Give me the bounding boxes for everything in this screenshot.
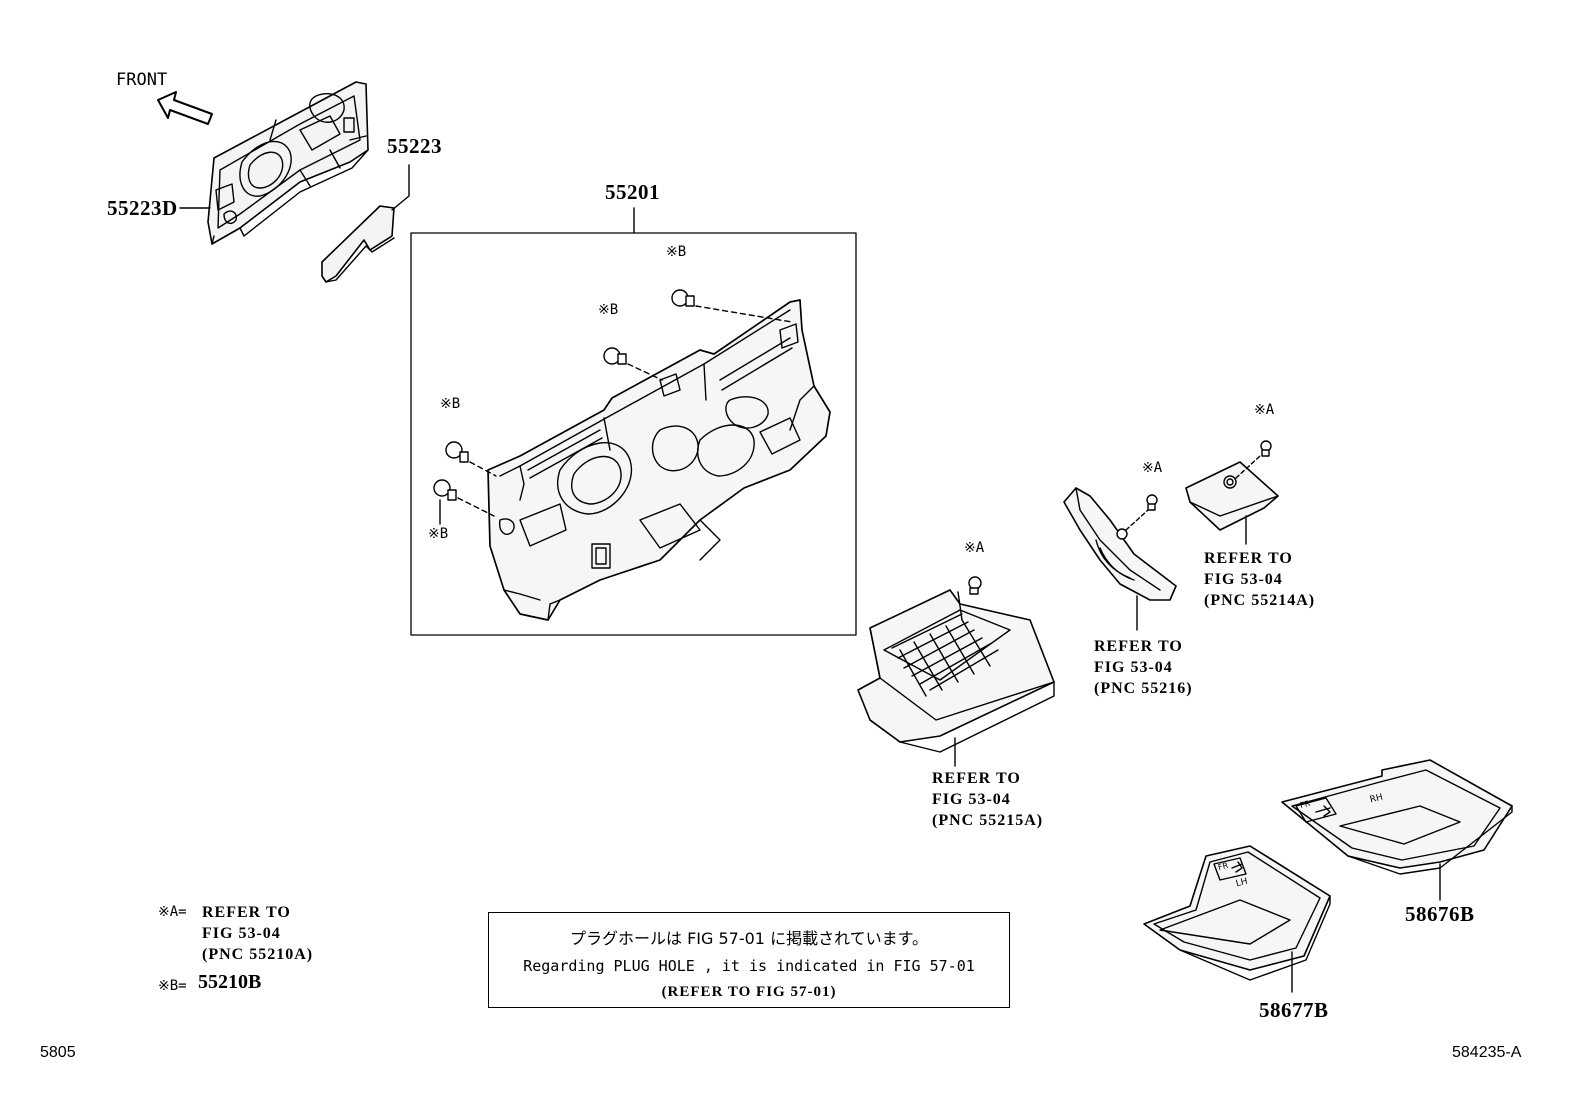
refer-55214a[interactable]: REFER TO FIG 53-04 (PNC 55214A): [1204, 548, 1315, 611]
note-japanese: プラグホールは FIG 57-01 に掲載されています。: [570, 929, 928, 948]
front-label: FRONT: [116, 70, 168, 90]
legend-a-line1: REFER TO: [202, 904, 291, 921]
refer-55214a-line3: (PNC 55214A): [1204, 592, 1316, 609]
plug-hole-note: プラグホールは FIG 57-01 に掲載されています。 Regarding P…: [488, 912, 1010, 1008]
clip-b-3-icon: [445, 441, 497, 477]
legend-b-value[interactable]: 55210B: [198, 971, 262, 993]
refer-55214a-line1: REFER TO: [1204, 550, 1293, 567]
refer-55215a-line2: FIG 53-04: [932, 791, 1011, 808]
silencer-55215a-illustration: [857, 576, 1055, 753]
clip-b-2-icon: [603, 347, 663, 381]
refer-55215a-line1: REFER TO: [932, 770, 1021, 787]
marker-b-1: ※B: [666, 244, 687, 260]
part-number-58677b[interactable]: 58677B: [1259, 998, 1329, 1022]
footer-right-code: 584235-A: [1452, 1044, 1522, 1061]
part-number-55201[interactable]: 55201: [605, 180, 660, 204]
legend-a-prefix: ※A=: [158, 904, 187, 920]
legend-a-line3[interactable]: (PNC 55210A): [202, 946, 314, 963]
part-number-55223d[interactable]: 55223D: [107, 196, 178, 220]
dash-silencer-55223d-illustration: [207, 81, 369, 245]
marker-b-4: ※B: [428, 526, 449, 542]
pad-55223-illustration: [321, 205, 395, 283]
silencer-55216-illustration: [1063, 487, 1177, 601]
clip-b-1-icon: [671, 289, 793, 323]
silencer-55214a-illustration: [1185, 440, 1279, 531]
part-number-58676b[interactable]: 58676B: [1405, 902, 1475, 926]
dash-insulator-55201-illustration: [487, 299, 831, 621]
front-arrow-icon: [157, 91, 213, 125]
floor-mat-58676b-illustration: [1281, 759, 1513, 875]
refer-55216[interactable]: REFER TO FIG 53-04 (PNC 55216): [1094, 636, 1193, 699]
refer-55216-line3: (PNC 55216): [1094, 680, 1193, 697]
note-refer[interactable]: (REFER TO FIG 57-01): [661, 984, 837, 1000]
refer-55215a-line3: (PNC 55215A): [932, 812, 1044, 829]
marker-b-3: ※B: [440, 396, 461, 412]
floor-mat-58677b-illustration: [1143, 845, 1331, 981]
marker-b-2: ※B: [598, 302, 619, 318]
legend-b-prefix: ※B=: [158, 978, 187, 994]
refer-55214a-line2: FIG 53-04: [1204, 571, 1283, 588]
refer-55216-line1: REFER TO: [1094, 638, 1183, 655]
refer-55215a[interactable]: REFER TO FIG 53-04 (PNC 55215A): [932, 768, 1043, 831]
refer-55216-line2: FIG 53-04: [1094, 659, 1173, 676]
legend-a-line2: FIG 53-04: [202, 925, 281, 942]
marker-a-2: ※A: [1142, 460, 1163, 476]
clip-b-4-icon: [433, 479, 495, 517]
part-number-55223[interactable]: 55223: [387, 134, 442, 158]
leader-55223: [391, 164, 410, 211]
marker-a-1: ※A: [964, 540, 985, 556]
marker-a-3: ※A: [1254, 402, 1275, 418]
note-english: Regarding PLUG HOLE , it is indicated in…: [523, 957, 975, 975]
legend: ※A= REFER TO FIG 53-04 (PNC 55210A) ※B= …: [158, 902, 313, 998]
footer-left-code: 5805: [40, 1044, 76, 1061]
